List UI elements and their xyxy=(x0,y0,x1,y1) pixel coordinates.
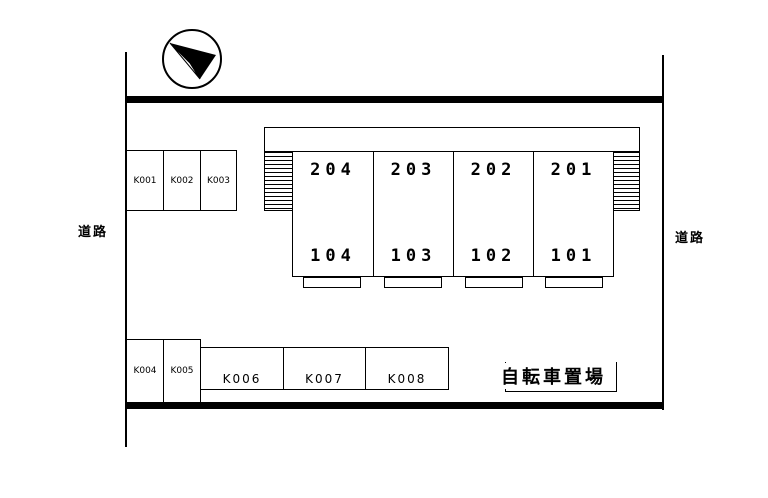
unit-203-103: 203 103 xyxy=(373,151,454,277)
parking-slot-k001: K001 xyxy=(126,150,164,211)
road-label-left: 道路 xyxy=(78,225,109,240)
balcony-103 xyxy=(384,277,442,288)
left-boundary-line xyxy=(125,52,127,447)
parking-slot-k007: K007 xyxy=(283,347,366,390)
unit-upper-number: 204 xyxy=(310,160,356,180)
parking-slot-k004: K004 xyxy=(126,339,164,403)
unit-upper-number: 203 xyxy=(390,160,437,180)
stairs-right xyxy=(613,151,640,211)
unit-upper-number: 201 xyxy=(550,160,597,180)
unit-202-102: 202 102 xyxy=(453,151,534,277)
parking-slot-k006: K006 xyxy=(200,347,284,390)
unit-lower-number: 104 xyxy=(310,246,356,266)
parking-slot-k003: K003 xyxy=(200,150,237,211)
parking-slot-k002: K002 xyxy=(163,150,201,211)
unit-upper-number: 202 xyxy=(470,160,517,180)
unit-201-101: 201 101 xyxy=(533,151,614,277)
road-label-right: 道路 xyxy=(675,231,706,246)
parking-slot-k005: K005 xyxy=(163,339,201,403)
bicycle-parking-label: 自転車置場 xyxy=(499,363,608,389)
bottom-boundary-wall xyxy=(125,402,664,409)
stairs-left xyxy=(264,151,293,211)
unit-204-104: 204 104 xyxy=(292,151,374,277)
top-boundary-wall xyxy=(125,96,664,103)
unit-lower-number: 102 xyxy=(470,246,517,266)
right-boundary-line xyxy=(662,55,664,410)
building-corridor xyxy=(264,127,640,152)
unit-lower-number: 101 xyxy=(550,246,597,266)
balcony-102 xyxy=(465,277,523,288)
balcony-104 xyxy=(303,277,361,288)
unit-lower-number: 103 xyxy=(390,246,437,266)
north-arrow-icon xyxy=(162,29,222,89)
parking-slot-k008: K008 xyxy=(365,347,449,390)
balcony-101 xyxy=(545,277,603,288)
